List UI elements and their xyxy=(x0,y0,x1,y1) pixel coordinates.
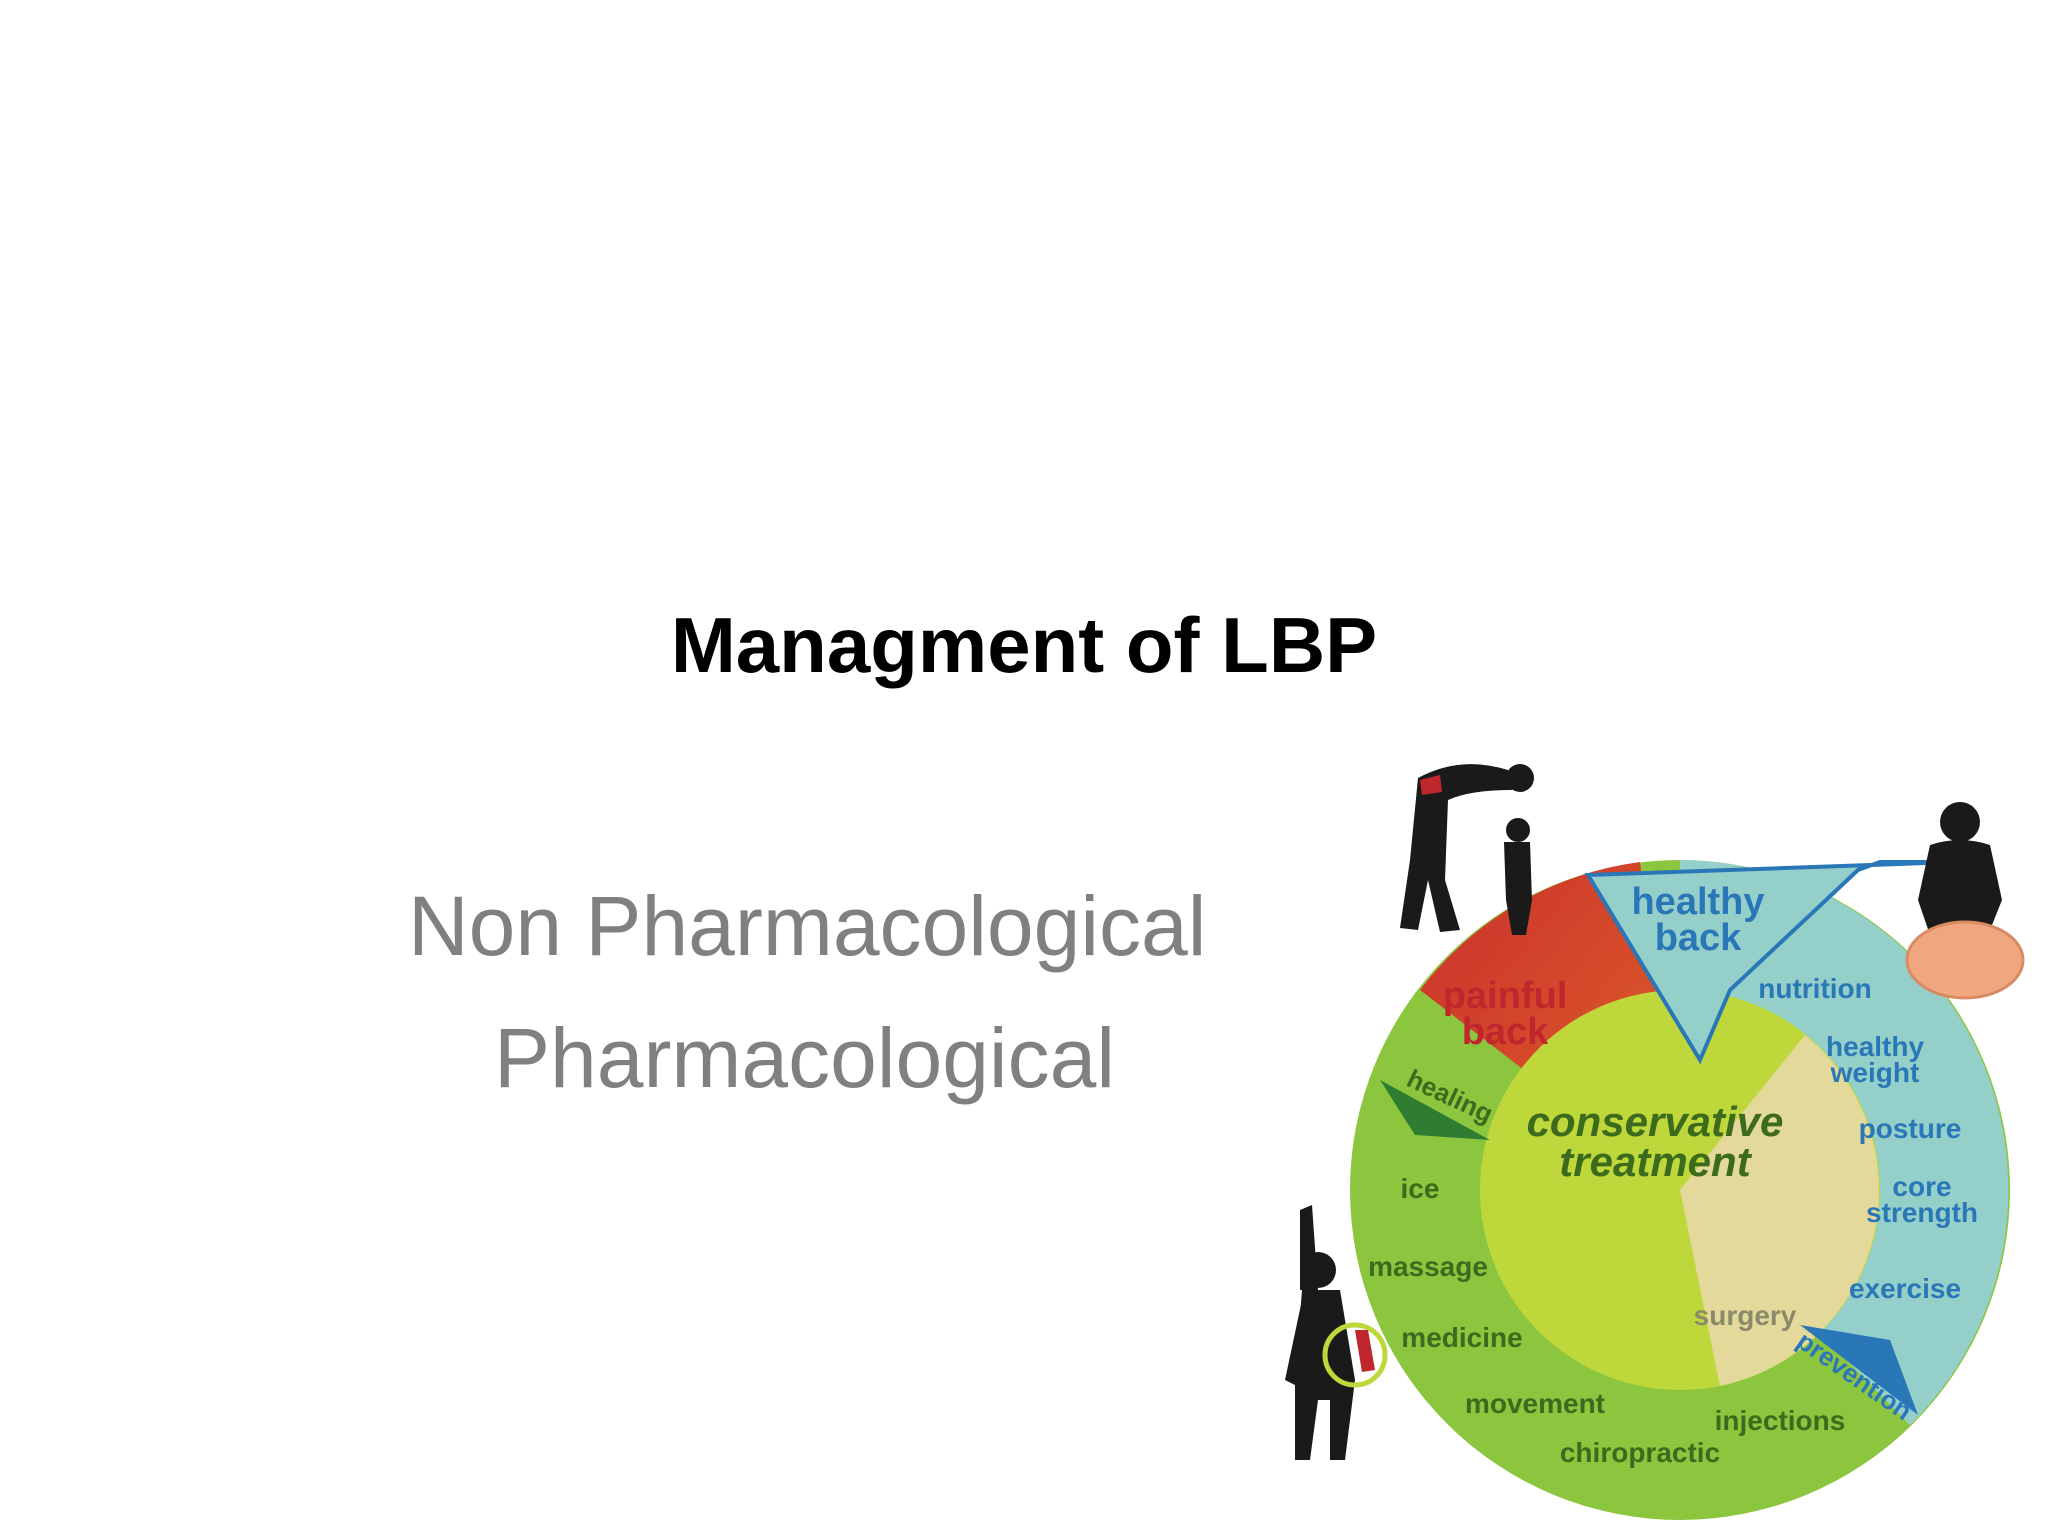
healthy-back-label-line2: back xyxy=(1655,917,1742,959)
habit-strength: strength xyxy=(1866,1197,1978,1228)
pain-spot-hip xyxy=(1355,1330,1375,1372)
back-pain-silhouette xyxy=(1918,802,2002,935)
treatment-ice: ice xyxy=(1401,1173,1440,1204)
treatment-movement: movement xyxy=(1465,1388,1605,1419)
hip-highlight-circle xyxy=(1322,1322,1388,1388)
treatment-injections: injections xyxy=(1715,1405,1846,1436)
habit-posture: posture xyxy=(1859,1113,1962,1144)
lbp-treatment-cycle-diagram: healthy back painful back conservative t… xyxy=(1285,764,2025,1520)
healthy-back-label-line1: healthy xyxy=(1631,881,1764,923)
surgery-label: surgery xyxy=(1694,1300,1797,1331)
painful-back-label-line2: back xyxy=(1462,1011,1549,1053)
center-label-line2: treatment xyxy=(1559,1138,1752,1185)
bullet-non-pharmacological: Non Pharmacological xyxy=(408,879,1207,973)
bullet-pharmacological: Pharmacological xyxy=(494,1011,1115,1105)
habit-nutrition: nutrition xyxy=(1758,973,1872,1004)
habit-healthy: healthy xyxy=(1826,1031,1924,1062)
treatment-chiropractic: chiropractic xyxy=(1560,1437,1720,1468)
slide-title: Managment of LBP xyxy=(670,601,1378,689)
surgery-wedge xyxy=(1680,1035,1879,1386)
prevention-arrow xyxy=(1800,1325,1918,1415)
habit-weight: weight xyxy=(1830,1057,1920,1088)
pain-spot-adult xyxy=(1420,775,1442,795)
healing-arrow xyxy=(1380,1080,1490,1140)
treatment-massage: massage xyxy=(1368,1251,1488,1282)
painful-back-label-line1: painful xyxy=(1443,975,1568,1017)
treatment-medicine: medicine xyxy=(1401,1322,1522,1353)
bending-adult-silhouette xyxy=(1400,764,1534,935)
center-label-line1: conservative xyxy=(1527,1098,1784,1145)
cushion xyxy=(1905,920,2025,1000)
habit-exercise: exercise xyxy=(1849,1273,1961,1304)
stretching-person-silhouette xyxy=(1285,1205,1355,1460)
habit-core: core xyxy=(1892,1171,1951,1202)
